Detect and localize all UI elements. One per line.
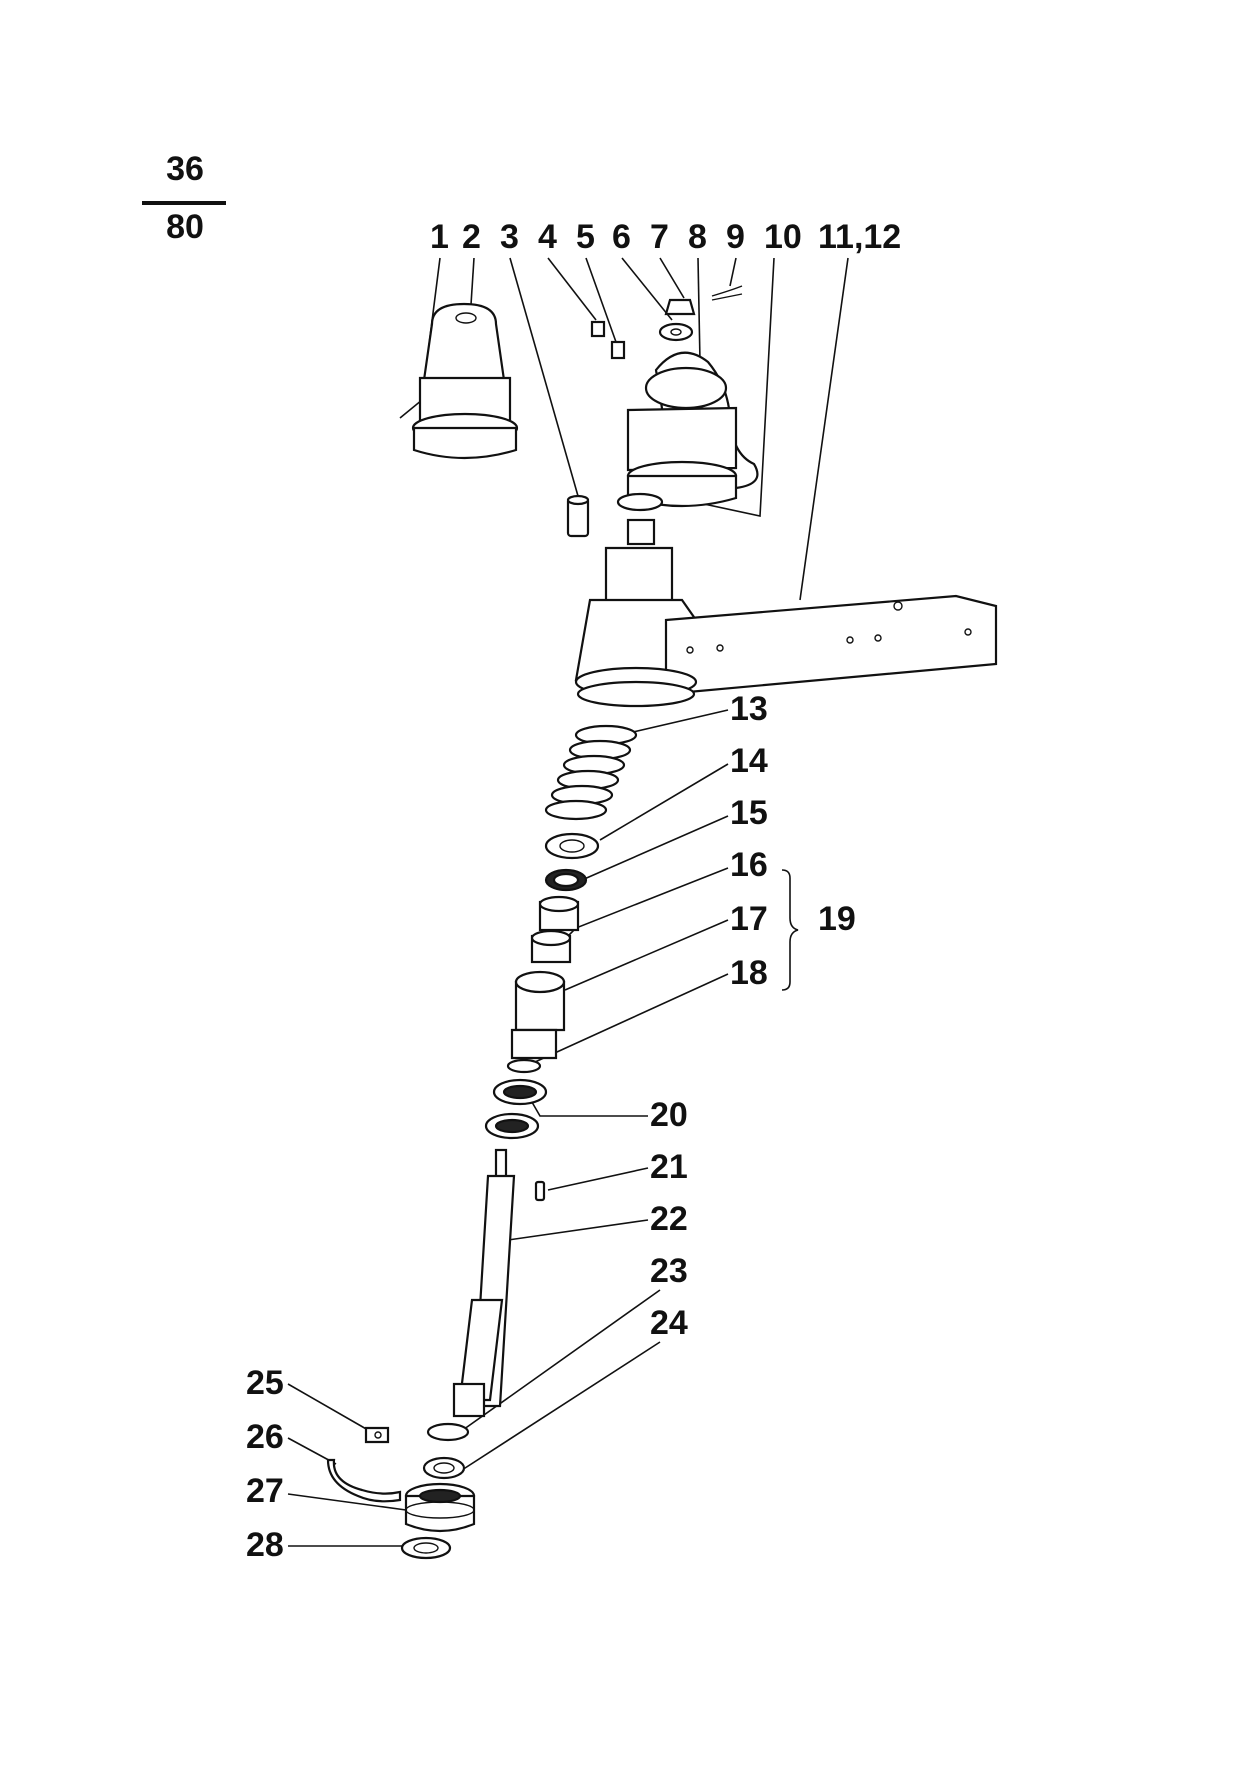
part-17-bushing-housing xyxy=(510,970,566,1060)
leader-3 xyxy=(509,257,579,497)
callout-24: 24 xyxy=(650,1304,688,1342)
callout-21: 21 xyxy=(650,1148,688,1186)
part-22-king-pin xyxy=(452,1148,516,1418)
top-callouts: 1 2 3 4 5 6 7 8 9 10 11,12 xyxy=(430,218,901,256)
callout-5: 5 xyxy=(576,218,595,256)
leader-17 xyxy=(564,919,729,991)
part-11-12-axle-beam xyxy=(574,518,998,708)
leader-15 xyxy=(581,815,729,881)
callout-27: 27 xyxy=(246,1472,284,1510)
callout-22: 22 xyxy=(650,1200,688,1238)
callout-19: 19 xyxy=(818,900,856,938)
callout-18: 18 xyxy=(730,954,768,992)
leader-22 xyxy=(507,1219,649,1241)
part-4-5-grease-nipples xyxy=(590,320,626,360)
callout-14: 14 xyxy=(730,742,768,780)
page-number-bottom: 80 xyxy=(166,208,204,246)
part-25-clip xyxy=(364,1426,390,1444)
leader-9 xyxy=(729,257,737,287)
part-1-2-rubber-boot xyxy=(411,302,519,460)
part-15-needle-bearing xyxy=(544,868,588,892)
part-28-ring xyxy=(400,1536,452,1560)
right-callouts: 13 14 15 16 17 19 18 20 21 22 23 24 xyxy=(650,690,856,1342)
callout-7: 7 xyxy=(650,218,669,256)
part-21-pin xyxy=(534,1180,546,1202)
callout-6: 6 xyxy=(612,218,631,256)
group-19-brace xyxy=(781,869,799,991)
callout-16: 16 xyxy=(730,846,768,884)
callout-23: 23 xyxy=(650,1252,688,1290)
part-3-sleeve xyxy=(566,494,590,538)
callout-20: 20 xyxy=(650,1096,688,1134)
leader-4 xyxy=(547,257,597,321)
part-14-thrust-washer xyxy=(544,832,600,860)
callout-3: 3 xyxy=(500,218,519,256)
part-26-strip xyxy=(326,1458,402,1503)
callout-15: 15 xyxy=(730,794,768,832)
page-number-top: 36 xyxy=(166,150,204,188)
leader-7 xyxy=(659,257,685,299)
callout-11-12: 11,12 xyxy=(818,218,901,256)
callout-1: 1 xyxy=(430,218,449,256)
leader-14 xyxy=(599,763,729,841)
page-number-divider xyxy=(142,201,226,205)
callout-10: 10 xyxy=(764,218,802,256)
leader-24 xyxy=(461,1341,661,1471)
part-23-24-washers xyxy=(422,1422,470,1480)
callout-17: 17 xyxy=(730,900,768,938)
leader-5 xyxy=(585,257,617,343)
leader-18 xyxy=(534,973,729,1063)
callout-4: 4 xyxy=(538,218,557,256)
leader-11-12 xyxy=(799,257,849,601)
callout-13: 13 xyxy=(730,690,768,728)
leader-13 xyxy=(619,709,729,736)
leader-6 xyxy=(621,257,673,321)
leader-8 xyxy=(697,257,701,363)
part-6-7-9-nut-washer-pin xyxy=(658,285,743,342)
part-18-o-ring xyxy=(506,1058,542,1074)
left-callouts: 25 26 27 28 xyxy=(246,1364,284,1564)
leader-lines xyxy=(287,257,849,1547)
part-16-bushing xyxy=(530,895,580,964)
callout-8: 8 xyxy=(688,218,707,256)
callout-2: 2 xyxy=(462,218,481,256)
part-8-10-steering-arm xyxy=(616,351,759,512)
callout-26: 26 xyxy=(246,1418,284,1456)
leader-27 xyxy=(287,1493,407,1511)
part-27-dust-cover xyxy=(404,1482,476,1533)
part-20-seals xyxy=(484,1078,548,1140)
callout-9: 9 xyxy=(726,218,745,256)
part-13-shim-stack xyxy=(544,724,638,821)
leader-23 xyxy=(459,1289,661,1433)
leader-21 xyxy=(547,1167,649,1191)
callout-28: 28 xyxy=(246,1526,284,1564)
leader-25 xyxy=(287,1383,369,1431)
callout-25: 25 xyxy=(246,1364,284,1402)
